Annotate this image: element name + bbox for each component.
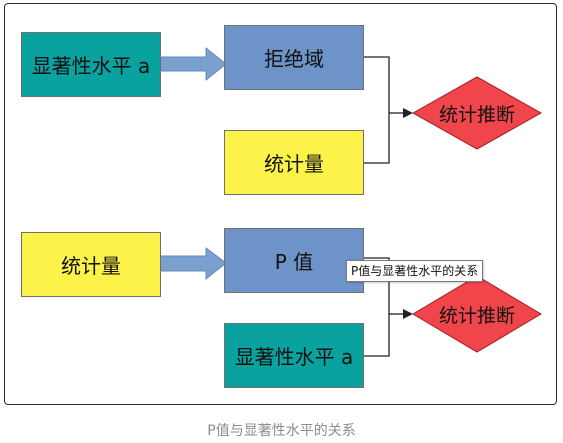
p-value-box: P 值 xyxy=(224,228,364,293)
statistic-box-1: 统计量 xyxy=(224,130,364,195)
decision-label-1: 统计推断 xyxy=(438,103,515,126)
decision-label-box-2: 统计推断 xyxy=(413,276,541,352)
decision-label-2: 统计推断 xyxy=(438,304,515,327)
p-value-label: P 值 xyxy=(274,250,314,274)
bracket-connector-2 xyxy=(363,257,390,357)
arrow-head-1 xyxy=(403,108,413,118)
arrow-head-2 xyxy=(403,309,413,319)
decision-diamond-2 xyxy=(412,275,542,353)
significance-level-box-1: 显著性水平 a xyxy=(21,32,161,97)
hover-tooltip: P值与显著性水平的关系 xyxy=(346,260,484,282)
significance-level-label-1: 显著性水平 a xyxy=(31,54,151,78)
decision-label-box-1: 统计推断 xyxy=(413,77,541,149)
significance-level-box-2: 显著性水平 a xyxy=(224,323,364,388)
block-arrow-2 xyxy=(159,247,227,281)
rejection-region-box: 拒绝域 xyxy=(224,25,364,90)
statistic-label-1: 统计量 xyxy=(264,152,324,176)
statistic-label-2: 统计量 xyxy=(61,254,121,278)
block-arrow-1 xyxy=(159,46,227,82)
statistic-box-2: 统计量 xyxy=(21,232,161,297)
significance-level-label-2: 显著性水平 a xyxy=(234,345,354,369)
decision-diamond-1 xyxy=(411,76,543,150)
rejection-region-label: 拒绝域 xyxy=(264,47,324,71)
bracket-connector-1 xyxy=(363,56,390,164)
figure-caption: P值与显著性水平的关系 xyxy=(207,423,356,439)
